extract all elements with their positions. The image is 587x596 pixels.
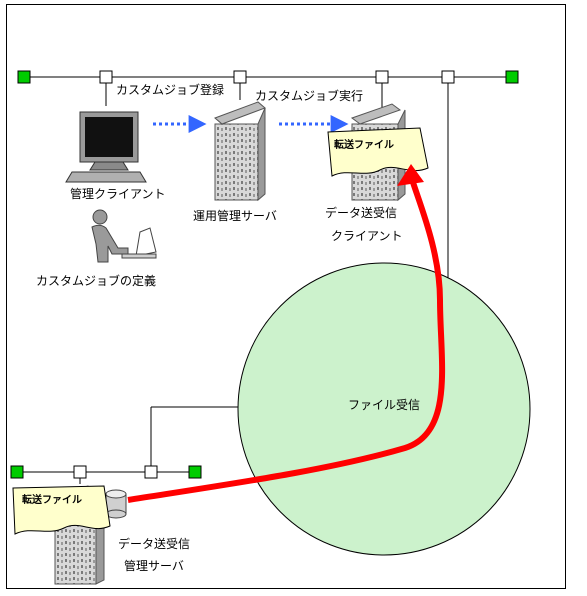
terminator-node-left	[10, 465, 24, 479]
transfer-arrow	[127, 175, 446, 503]
transfer-server-label-1: データ送受信	[118, 536, 190, 551]
document-icon: 転送ファイル	[327, 127, 429, 177]
junction-node	[144, 465, 158, 479]
terminator-node-left	[17, 70, 31, 84]
terminator-node-right	[505, 70, 519, 84]
transfer-arrow-head	[397, 164, 424, 186]
person-icon	[91, 209, 157, 263]
terminator-node-right	[188, 465, 202, 479]
transfer-client-label-2: クライアント	[331, 229, 403, 243]
custom-job-def-label: カスタムジョブの定義	[36, 273, 156, 288]
file-receive-label: ファイル受信	[348, 398, 420, 412]
junction-node	[441, 70, 455, 84]
transfer-server-label-2: 管理サーバ	[124, 558, 184, 573]
execute-label: カスタムジョブ実行	[255, 88, 363, 103]
monitor-icon	[65, 111, 147, 183]
transfer-client-label-1: データ送受信	[325, 205, 397, 220]
file-receive-circle	[237, 262, 531, 556]
transfer-file-label: 転送ファイル	[22, 493, 82, 506]
server-icon	[214, 101, 266, 202]
disk-icon	[105, 489, 127, 519]
junction-node	[233, 70, 247, 84]
register-label: カスタムジョブ登録	[116, 82, 224, 97]
junction-node	[73, 465, 87, 479]
document-icon: 転送ファイル	[12, 485, 111, 535]
ops-server-label: 運用管理サーバ	[193, 208, 277, 223]
junction-node	[375, 70, 389, 84]
junction-node	[99, 70, 113, 84]
mgmt-client-label: 管理クライアント	[70, 186, 166, 201]
transfer-file-label: 転送ファイル	[334, 138, 394, 151]
